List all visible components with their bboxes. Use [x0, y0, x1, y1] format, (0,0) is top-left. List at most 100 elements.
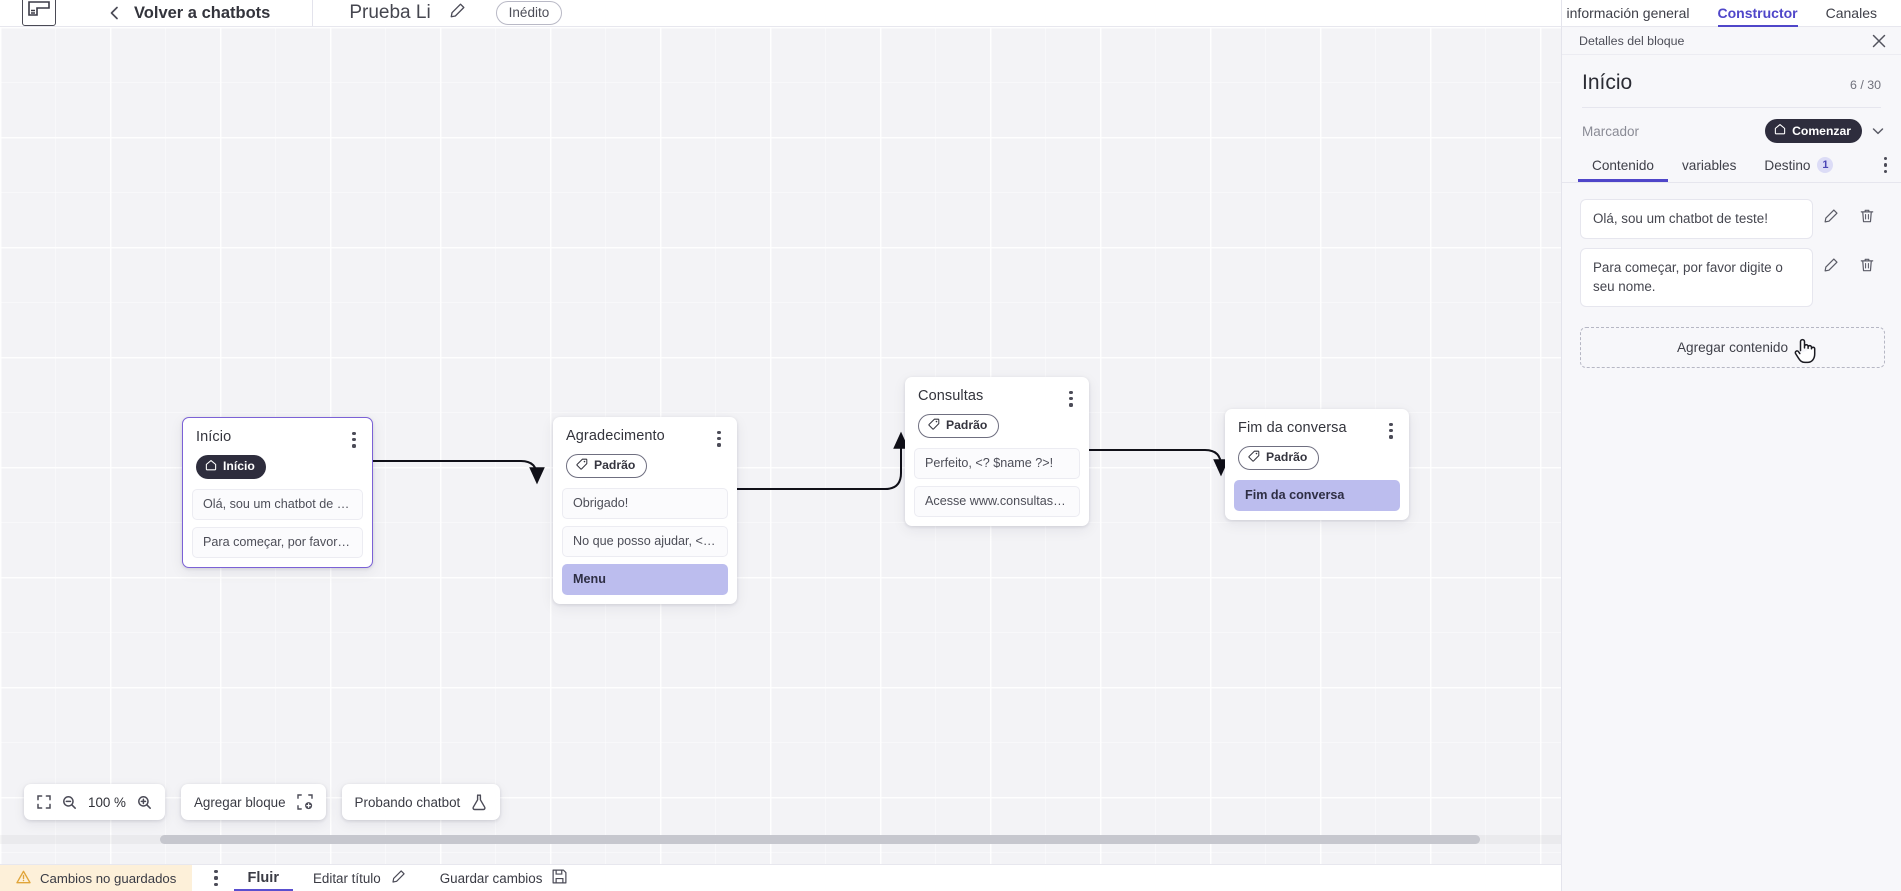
node-tag-row: Início: [183, 448, 372, 479]
tab-fluir[interactable]: Fluir: [233, 865, 294, 891]
node-header: Início: [183, 418, 372, 448]
panel-subtabs: Contenido variables Destino 1: [1562, 143, 1901, 182]
bottom-bar: Cambios no guardados Fluir Editar título…: [0, 864, 1561, 891]
zoom-out-icon[interactable]: [62, 795, 77, 810]
subtab-contenido[interactable]: Contenido: [1578, 158, 1668, 182]
test-chatbot-button[interactable]: Probando chatbot: [341, 784, 501, 820]
edit-title-button[interactable]: Editar título: [313, 869, 406, 887]
back-to-chatbots-link[interactable]: Volver a chatbots: [134, 3, 271, 22]
add-block-button[interactable]: Agregar bloque: [180, 784, 326, 820]
subtab-destino-label: Destino: [1764, 157, 1811, 173]
fit-screen-icon[interactable]: [37, 795, 51, 809]
node-message[interactable]: Acesse www.consultas.com par...: [914, 485, 1080, 517]
zoom-in-icon[interactable]: [137, 795, 152, 810]
chevron-down-icon[interactable]: [1871, 124, 1885, 138]
tab-informacion-general[interactable]: información general: [1566, 5, 1690, 21]
pencil-icon: [391, 869, 406, 887]
tab-canales[interactable]: Canales: [1825, 5, 1877, 21]
node-header: Fim da conversa: [1225, 409, 1409, 439]
top-bar: Volver a chatbots Prueba Li Inédito: [0, 0, 1561, 27]
node-message[interactable]: Perfeito, <? $name ?>!: [914, 447, 1080, 479]
pencil-icon[interactable]: [449, 2, 466, 24]
save-changes-button[interactable]: Guardar cambios: [440, 869, 568, 887]
kebab-menu-icon[interactable]: [712, 428, 726, 447]
flask-icon: [471, 794, 487, 811]
node-tag-label: Padrão: [946, 418, 988, 433]
chevron-left-icon[interactable]: [108, 6, 122, 20]
block-title: Início: [1582, 71, 1633, 94]
toolbar-divider: [312, 0, 314, 26]
canvas-toolbar: 100 % Agregar bloque Probando chatbot: [24, 784, 501, 820]
flow-node-fim-da-conversa[interactable]: Fim da conversa Padrão Fim da conversa: [1225, 409, 1409, 520]
node-tag-row: Padrão: [553, 447, 737, 478]
node-message[interactable]: Olá, sou um chatbot de teste!: [192, 488, 363, 520]
tag-icon: [1248, 450, 1260, 465]
node-message[interactable]: Obrigado!: [562, 487, 728, 519]
save-disk-icon: [552, 869, 567, 887]
node-header: Consultas: [905, 377, 1089, 407]
home-icon: [205, 459, 217, 474]
flow-node-agradecimento[interactable]: Agradecimento Padrão Obrigado! No que po…: [553, 417, 737, 604]
subtab-destino[interactable]: Destino 1: [1750, 157, 1847, 182]
node-message-accent[interactable]: Menu: [562, 563, 728, 595]
subtab-variables-label: variables: [1681, 157, 1737, 173]
add-block-icon: [296, 794, 313, 810]
node-tag-label: Padrão: [1266, 450, 1308, 465]
content-text[interactable]: Para começar, por favor digite o seu nom…: [1580, 248, 1813, 308]
kebab-menu-icon[interactable]: [1064, 388, 1078, 407]
app-logo-icon[interactable]: [22, 0, 56, 26]
kebab-menu-icon[interactable]: [1384, 420, 1398, 439]
tag-icon: [576, 458, 588, 473]
tab-constructor[interactable]: Constructor: [1717, 5, 1798, 28]
canvas-horizontal-scrollbar[interactable]: [0, 835, 1561, 844]
flow-node-inicio[interactable]: Início Início Olá, sou um chatbot de tes…: [182, 417, 373, 568]
home-icon: [1774, 123, 1786, 138]
node-tag-label: Padrão: [594, 458, 636, 473]
kebab-menu-icon[interactable]: [347, 429, 361, 448]
node-tag-badge[interactable]: Padrão: [918, 413, 1000, 438]
pencil-icon[interactable]: [1813, 199, 1849, 224]
zoom-controls[interactable]: 100 %: [24, 784, 165, 820]
marker-value-group[interactable]: Comenzar: [1765, 119, 1885, 143]
flow-canvas[interactable]: Início Início Olá, sou um chatbot de tes…: [0, 27, 1561, 864]
node-tag-row: Padrão: [1225, 439, 1409, 470]
trash-icon[interactable]: [1849, 248, 1885, 273]
node-header: Agradecimento: [553, 417, 737, 447]
kebab-menu-icon[interactable]: [214, 870, 218, 886]
node-title: Início: [196, 429, 232, 445]
node-body: Fim da conversa: [1225, 470, 1409, 511]
block-title-row: Início 6 / 30: [1562, 55, 1901, 95]
content-list: Olá, sou um chatbot de teste! Para começ…: [1562, 183, 1901, 308]
node-message[interactable]: No que posso ajudar, <? $name ...: [562, 525, 728, 557]
node-tag-badge[interactable]: Padrão: [566, 453, 648, 478]
node-tag-row: Padrão: [905, 407, 1089, 438]
subtab-variables[interactable]: variables: [1668, 158, 1750, 182]
marker-value-label: Comenzar: [1792, 123, 1851, 138]
zoom-level: 100 %: [88, 794, 126, 810]
node-body: Perfeito, <? $name ?>! Acesse www.consul…: [905, 438, 1089, 517]
warning-triangle-icon: [16, 870, 31, 887]
node-message-accent[interactable]: Fim da conversa: [1234, 479, 1400, 511]
page-title: Prueba Li: [349, 2, 431, 23]
pencil-icon[interactable]: [1813, 248, 1849, 273]
divider: [1582, 107, 1881, 108]
trash-icon[interactable]: [1849, 199, 1885, 224]
unsaved-changes-label: Cambios no guardados: [40, 870, 177, 886]
node-tag-badge[interactable]: Início: [196, 454, 266, 479]
subtab-destino-badge: 1: [1817, 157, 1834, 173]
node-title: Consultas: [918, 388, 984, 404]
node-message[interactable]: Para começar, por favor digite o ...: [192, 526, 363, 558]
node-title: Agradecimento: [566, 428, 665, 444]
content-text[interactable]: Olá, sou um chatbot de teste!: [1580, 199, 1813, 240]
node-tag-badge[interactable]: Padrão: [1238, 445, 1320, 470]
kebab-menu-icon[interactable]: [1883, 157, 1887, 182]
node-body: Obrigado! No que posso ajudar, <? $name …: [553, 478, 737, 595]
scrollbar-thumb[interactable]: [160, 835, 1480, 844]
marker-badge[interactable]: Comenzar: [1765, 119, 1862, 143]
node-body: Olá, sou um chatbot de teste! Para começ…: [183, 479, 372, 558]
content-item: Olá, sou um chatbot de teste!: [1580, 199, 1885, 240]
add-content-button[interactable]: Agregar contenido: [1580, 327, 1885, 369]
flow-node-consultas[interactable]: Consultas Padrão Perfeito, <? $name ?>! …: [905, 377, 1089, 526]
close-icon[interactable]: [1872, 34, 1886, 48]
edit-title-label: Editar título: [312, 870, 381, 886]
